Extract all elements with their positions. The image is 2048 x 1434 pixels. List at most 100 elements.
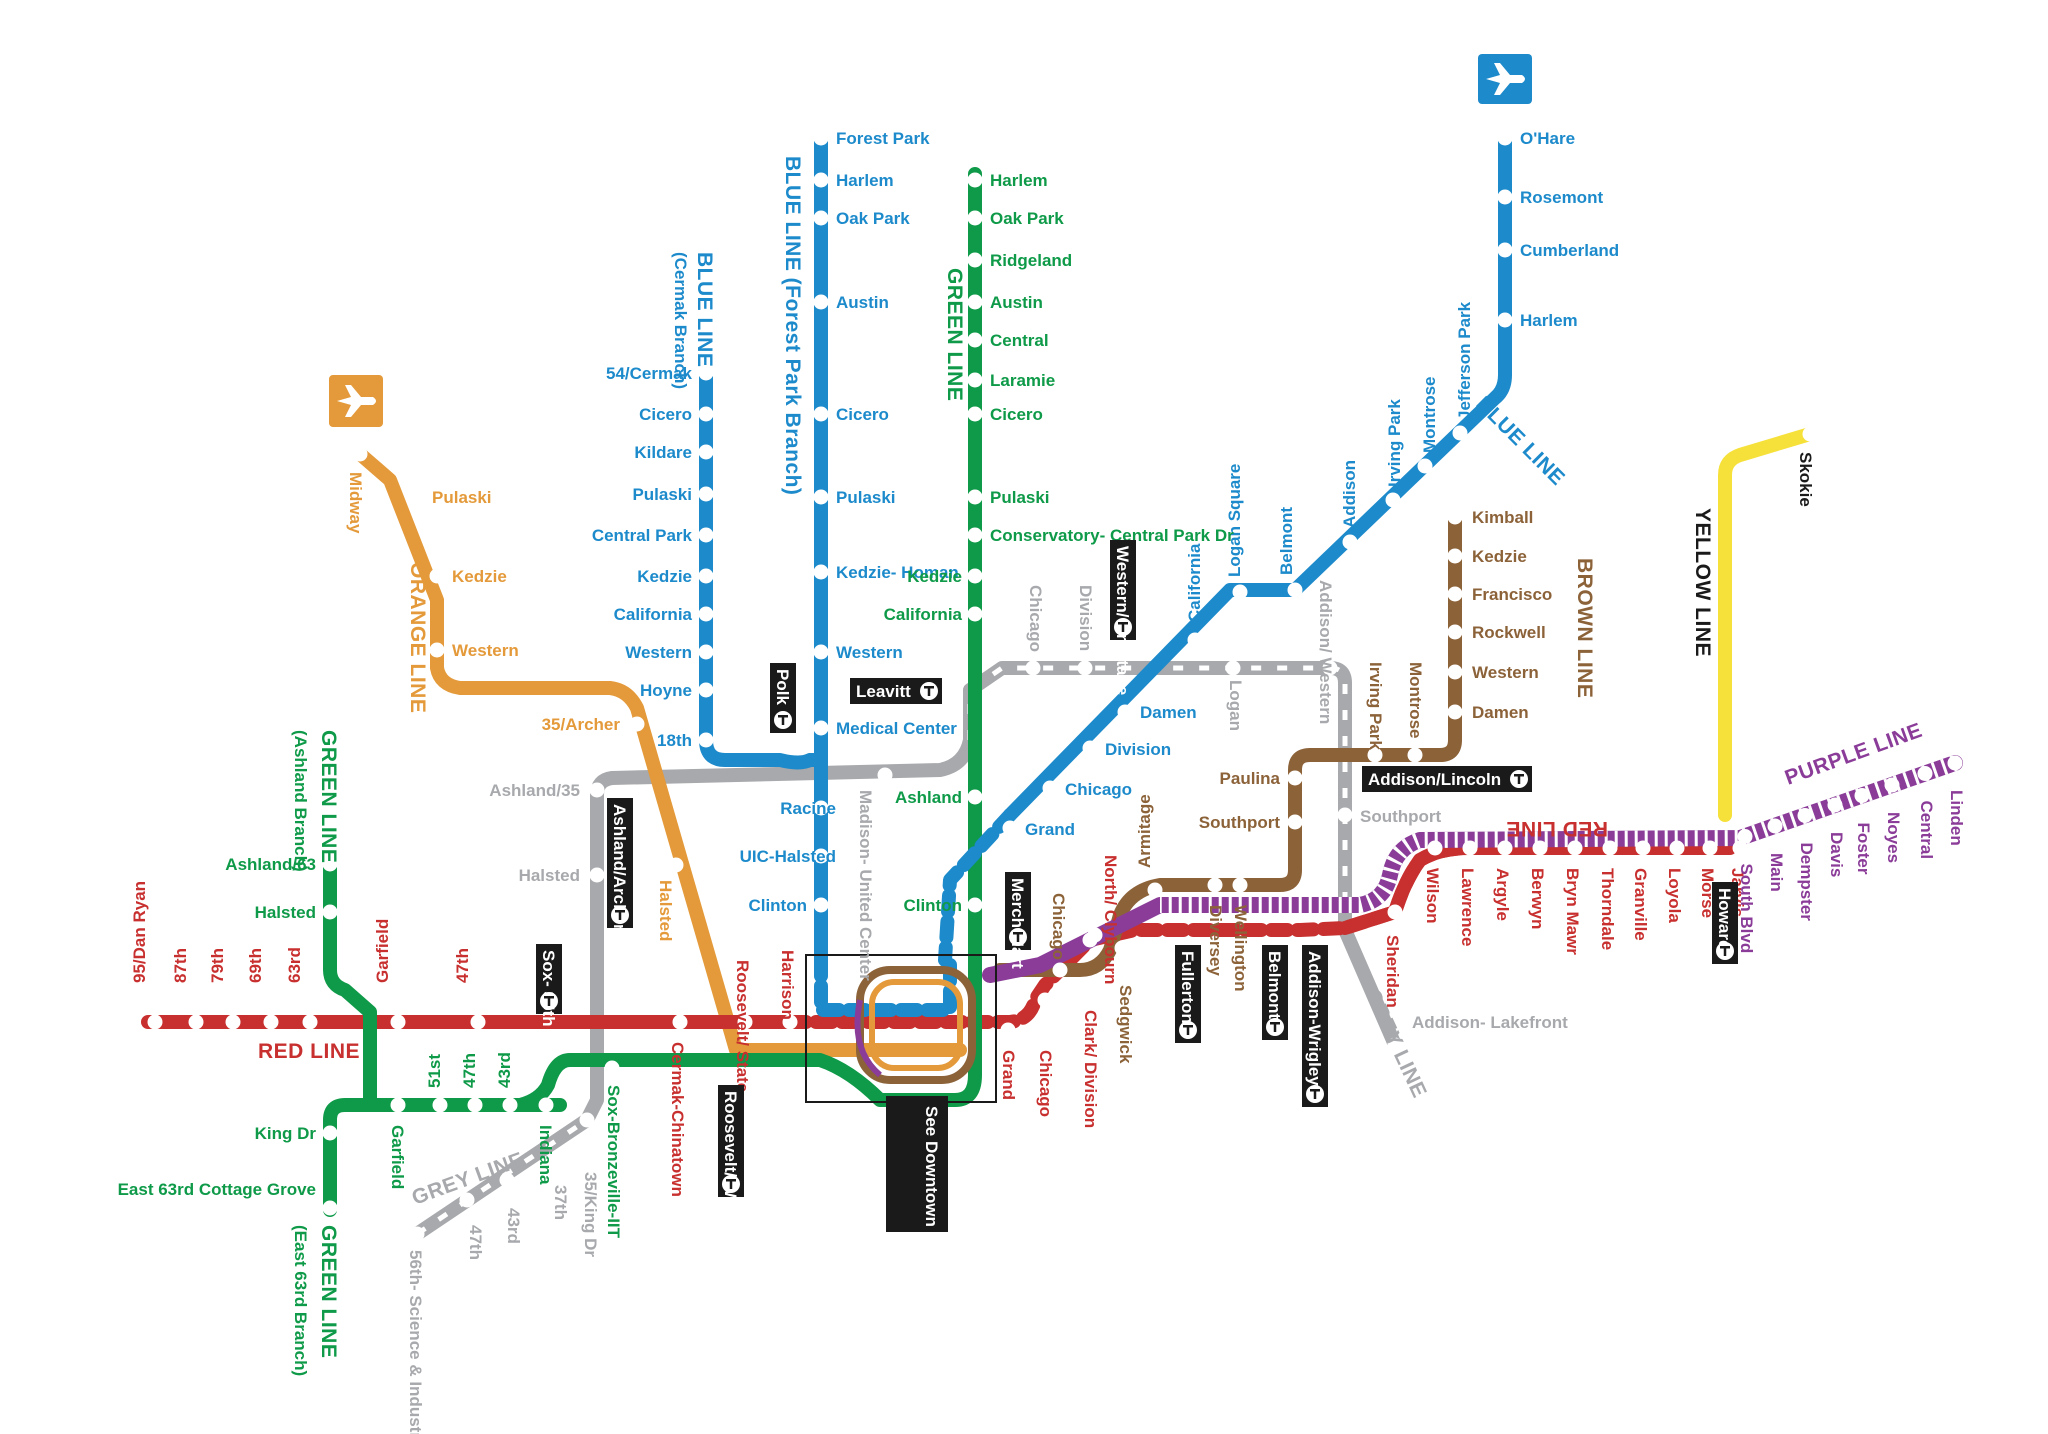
transfer-station-ashland-archer[interactable]: Ashland/Archer [607,798,633,931]
transfer-station-sox-35th[interactable]: Sox- 35th [536,944,562,1027]
station-dot-purple-central[interactable] [1917,766,1933,781]
station-dot-purple-main[interactable] [1767,818,1783,834]
station-dot-blue-forest-kedzie-homan[interactable] [813,564,829,580]
transfer-station-merch-mart[interactable]: Merch Mart [1005,872,1031,969]
station-dot-orange-35-archer[interactable] [629,716,645,732]
station-dot-blue-cermak-western[interactable] [698,644,714,660]
transfer-station-roosevelt-wabash[interactable]: Roosevelt/ Wabash [718,1085,744,1246]
station-dot-grey-southport[interactable] [1337,807,1353,823]
station-dot-purple-south-blvd[interactable] [1737,829,1753,844]
station-dot-purple-noyes[interactable] [1884,777,1900,793]
station-dot-blue-forest-oak-park[interactable] [813,210,829,226]
station-dot-brown-kimball[interactable] [1447,509,1463,525]
station-dot-green-south-47th[interactable] [467,1097,483,1113]
station-dot-blue-ohare-addison[interactable] [1342,534,1358,550]
station-dot-green-west-oak-park[interactable] [967,210,983,226]
station-dot-purple-linden[interactable] [1947,755,1963,771]
station-dot-blue-ohare-grand[interactable] [1002,820,1018,836]
station-dot-blue-cermak-california[interactable] [698,606,714,622]
station-dot-red-south-79th[interactable] [225,1014,241,1030]
station-dot-red-south-roosevelt-state[interactable] [737,1014,753,1030]
station-dot-grey-addison-western[interactable] [1322,660,1338,676]
station-dot-blue-ohare-division[interactable] [1082,740,1098,756]
station-dot-red-south-63rd[interactable] [302,1014,318,1030]
station-dot-red-north-loyola[interactable] [1669,840,1685,856]
station-dot-blue-ohare-cumberland[interactable] [1497,242,1513,258]
station-dot-green-ashland-garfield[interactable] [390,1097,406,1113]
station-dot-purple-davis[interactable] [1827,797,1843,813]
station-dot-red-downtown-grand[interactable] [1000,1022,1016,1038]
station-dot-green-west-california[interactable] [967,606,983,622]
transfer-station-western-armitage[interactable]: Western/ Armitage [1110,540,1136,695]
station-dot-red-south-47th[interactable] [470,1014,486,1030]
station-dot-brown-diversey[interactable] [1207,877,1223,893]
station-dot-brown-wellington[interactable] [1232,877,1248,893]
station-dot-green-west-ridgeland[interactable] [967,252,983,268]
station-dot-grey-halsted[interactable] [589,867,605,883]
station-dot-green-ashland-king-dr[interactable] [322,1125,338,1141]
station-dot-green-ashland-halsted[interactable] [322,904,338,920]
station-dot-blue-ohare-belmont[interactable] [1287,582,1303,598]
transfer-station-belmont[interactable]: Belmont [1262,945,1288,1040]
station-dot-brown-chicago[interactable] [1052,962,1068,978]
station-dot-green-west-ashland[interactable] [967,789,983,805]
station-dot-purple-foster[interactable] [1854,788,1870,804]
station-dot-blue-forest-cicero[interactable] [813,406,829,422]
station-dot-red-south-95-dan-ryan[interactable] [147,1014,163,1030]
station-dot-grey-logan[interactable] [1225,660,1241,676]
station-dot-brown-irving-park[interactable] [1367,747,1383,763]
station-dot-blue-forest-medical-center[interactable] [813,720,829,736]
station-dot-green-south-43rd[interactable] [502,1097,518,1113]
station-dot-brown-sedgwick[interactable] [1114,940,1130,956]
station-dot-blue-cermak-kedzie[interactable] [698,568,714,584]
transfer-station-fullerton[interactable]: Fullerton [1175,945,1201,1043]
station-dot-grey-addison-lakefront[interactable] [1387,1037,1403,1053]
station-dot-brown-southport[interactable] [1287,814,1303,830]
station-dot-blue-ohare-rosemont[interactable] [1497,189,1513,205]
station-dot-grey-madison-united-center[interactable] [877,767,893,783]
station-dot-brown-rockwell[interactable] [1447,624,1463,640]
station-dot-brown-francisco[interactable] [1447,586,1463,602]
station-dot-blue-forest-pulaski[interactable] [813,489,829,505]
station-dot-blue-cermak-hoyne[interactable] [698,682,714,698]
station-dot-brown-western[interactable] [1447,664,1463,680]
station-dot-red-north-wilson[interactable] [1427,840,1443,856]
station-dot-blue-ohare-logan-square[interactable] [1232,584,1248,600]
station-dot-green-south-51st[interactable] [432,1097,448,1113]
station-dot-orange-western[interactable] [429,642,445,658]
station-dot-blue-ohare-jefferson-park[interactable] [1452,425,1468,441]
station-dot-red-north-lawrence[interactable] [1462,840,1478,856]
transfer-station-leavitt[interactable]: Leavitt [850,678,942,704]
station-dot-green-west-pulaski[interactable] [967,489,983,505]
station-dot-grey-43rd[interactable] [499,1172,515,1188]
station-dot-grey-37th[interactable] [549,1152,565,1168]
station-dot-blue-cermak-cicero[interactable] [698,406,714,422]
station-dot-brown-armitage[interactable] [1147,882,1163,898]
station-dot-brown-montrose[interactable] [1407,747,1423,763]
station-dot-red-north-thorndale[interactable] [1602,840,1618,856]
station-dot-red-south-harrison[interactable] [782,1014,798,1030]
station-dot-orange-kedzie[interactable] [429,568,445,584]
station-dot-red-north-argyle[interactable] [1497,840,1513,856]
station-dot-orange-pulaski[interactable] [407,489,423,505]
station-dot-red-south-87th[interactable] [188,1014,204,1030]
station-dot-blue-forest-forest-park[interactable] [813,130,829,146]
station-dot-green-ashland-east-63rd-cottage-grove[interactable] [322,1200,338,1216]
station-dot-blue-ohare-chicago[interactable] [1042,780,1058,796]
station-dot-blue-ohare-harlem[interactable] [1497,312,1513,328]
station-dot-blue-forest-racine[interactable] [813,800,829,816]
station-dot-brown-paulina[interactable] [1287,770,1303,786]
station-dot-brown-damen[interactable] [1447,704,1463,720]
station-dot-red-south-69th[interactable] [263,1014,279,1030]
station-dot-blue-cermak-kildare[interactable] [698,444,714,460]
station-dot-red-north-jarvis[interactable] [1732,840,1748,856]
station-dot-red-south-cermak-chinatown[interactable] [672,1014,688,1030]
station-dot-red-downtown-north-clybourn[interactable] [1087,927,1103,943]
station-dot-grey-56th-science-industry[interactable] [409,1226,425,1242]
station-dot-green-west-austin[interactable] [967,294,983,310]
station-dot-green-west-central[interactable] [967,332,983,348]
station-dot-red-downtown-chicago[interactable] [1037,992,1053,1008]
station-dot-yellow-skokie[interactable] [1802,426,1818,442]
station-dot-blue-forest-harlem[interactable] [813,172,829,188]
station-dot-grey-division[interactable] [1077,660,1093,676]
